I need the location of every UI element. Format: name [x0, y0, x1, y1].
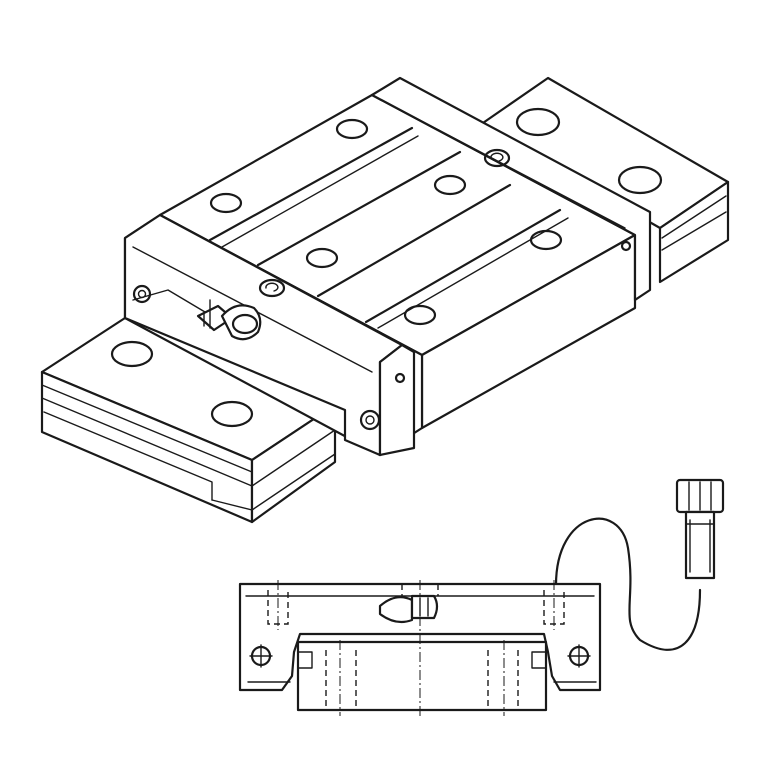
carriage-mounting-hole: [403, 304, 437, 326]
end-screw-icon: [132, 284, 152, 304]
rail-mounting-hole: [515, 107, 561, 137]
carriage-mounting-hole: [433, 174, 467, 196]
carriage-mounting-hole: [209, 192, 243, 214]
carriage-mounting-hole: [529, 229, 563, 251]
rail-mounting-hole: [110, 340, 154, 368]
rail-rear-section: [478, 76, 730, 284]
rail-mounting-hole: [210, 400, 254, 428]
carriage-block: [123, 76, 652, 457]
callout-curve: [554, 517, 702, 651]
rail-rear-end-face: [658, 180, 730, 284]
rail-mounting-hole: [617, 165, 663, 195]
side-screw-icon: [394, 372, 406, 384]
carriage-mounting-hole: [305, 247, 339, 269]
end-cap-rear: [370, 76, 652, 302]
cap-screw: [675, 478, 725, 580]
carriage-front-view: [238, 580, 602, 716]
lube-port-icon: [483, 148, 511, 168]
carriage-mounting-hole: [335, 118, 369, 140]
side-screw-icon: [620, 240, 632, 252]
front-view-outline: [238, 582, 602, 692]
rail-front-end: [250, 403, 337, 524]
end-seal-front: [378, 343, 416, 457]
grease-nipple: [196, 304, 262, 341]
end-screw-icon: [359, 409, 381, 431]
lube-port-icon: [258, 278, 286, 298]
front-view-rail: [296, 640, 548, 712]
rail-front-section: [40, 316, 337, 524]
